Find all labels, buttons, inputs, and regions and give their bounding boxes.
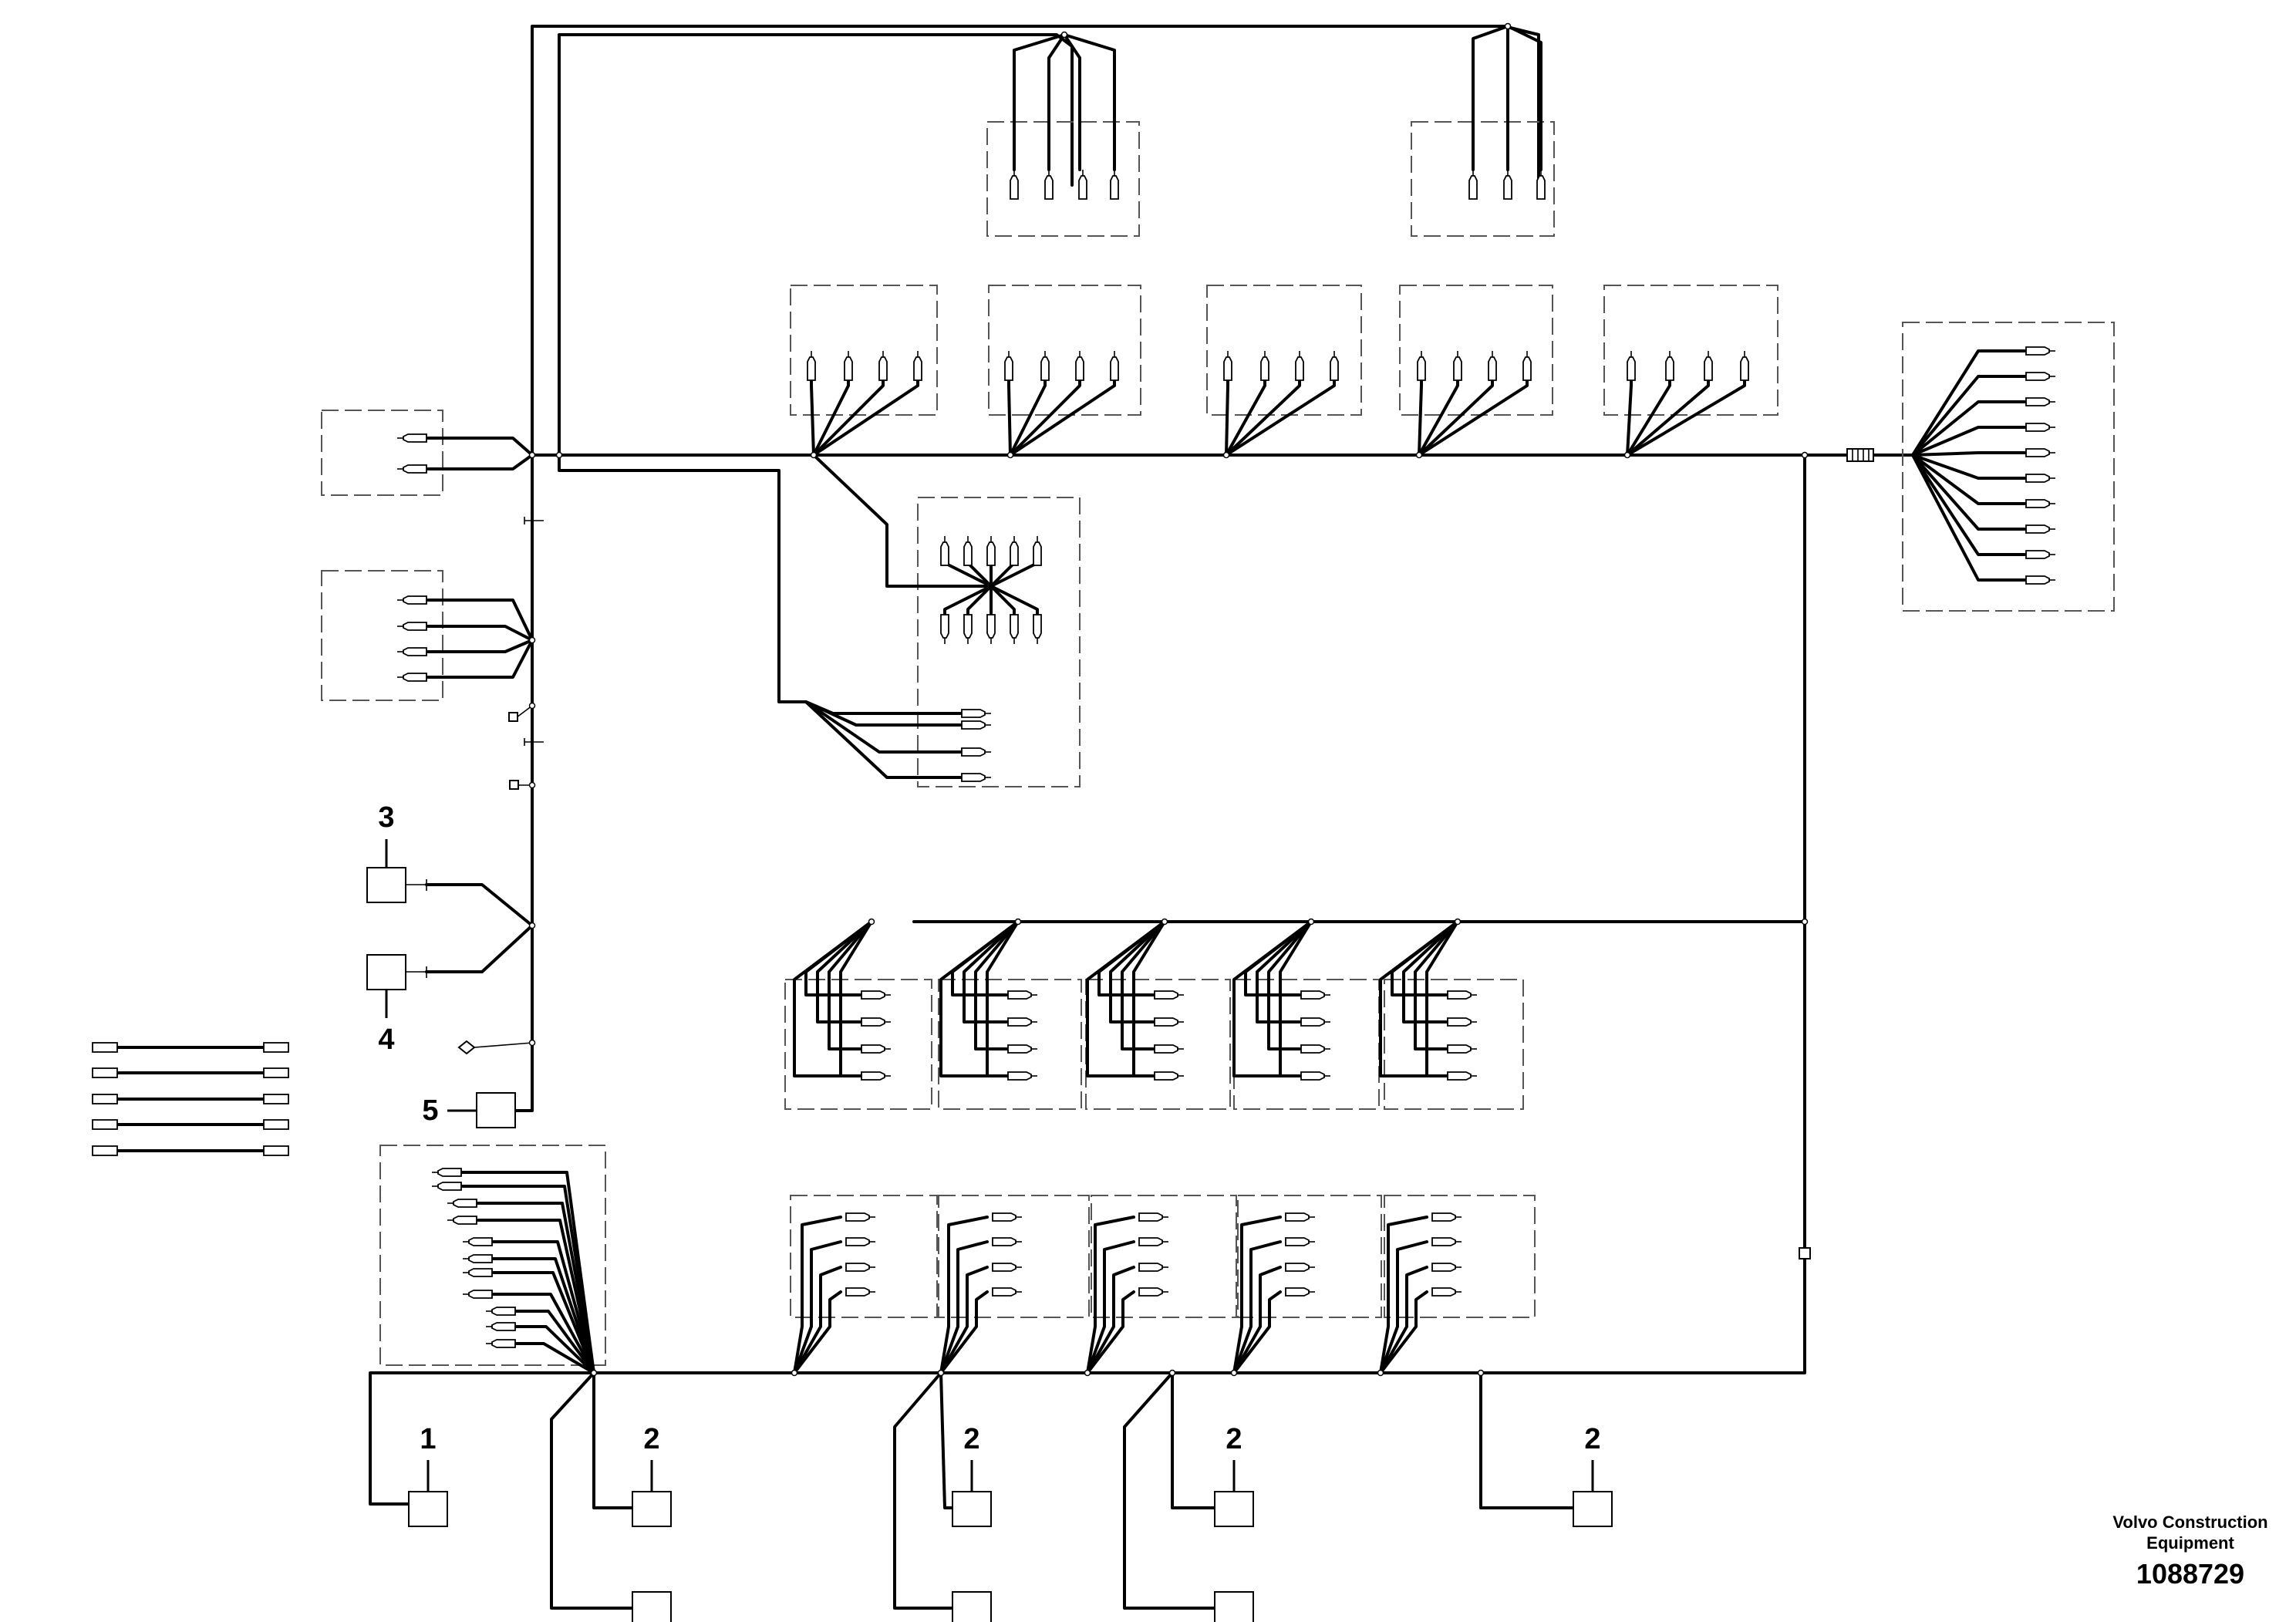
lower-connector-fan: [937, 1212, 1023, 1377]
top-connector-group-3pin: [1411, 25, 1555, 237]
right-connector-box: [1902, 322, 2115, 612]
lower-connector-fan: [1377, 1212, 1462, 1377]
callout-5: 5: [422, 1094, 438, 1127]
trunk-stubs: [457, 517, 544, 1055]
callout-2-b: 2: [963, 1423, 979, 1455]
company-name-line2: Equipment: [2146, 1533, 2234, 1553]
callout-4: 4: [378, 1023, 394, 1056]
middle-connector-fan: [1379, 918, 1478, 1081]
middle-connector-fan: [1232, 918, 1331, 1081]
document-number: 1088729: [2136, 1558, 2245, 1590]
callout-leaders: [385, 839, 1594, 1492]
center-star-connector: [940, 535, 1042, 782]
bottom-left-connector-box: [379, 1145, 606, 1366]
lower-connector-row: [790, 1195, 1536, 1318]
lower-connector-fan: [1230, 1212, 1316, 1377]
callouts: 3 4 5 1 2 2 2 2: [378, 801, 1600, 1455]
loose-cables: [92, 1042, 289, 1156]
lower-connector-fan: [791, 1212, 876, 1377]
upper-connector-fan: [807, 350, 922, 459]
bottom-components: [408, 1371, 1613, 1622]
middle-connector-fan: [939, 918, 1038, 1081]
callout-2-a: 2: [643, 1423, 659, 1455]
callout-2-d: 2: [1584, 1423, 1600, 1455]
callout-3: 3: [378, 801, 394, 834]
document-caption: Volvo Construction Equipment 1088729: [2052, 1512, 2296, 1590]
top-connector-group-4pin: [986, 33, 1140, 237]
callout-2-c: 2: [1226, 1423, 1242, 1455]
bottom-left-connector-fan: [431, 1168, 598, 1377]
lower-connector-fan: [1084, 1212, 1169, 1377]
upper-connector-fan: [1623, 350, 1749, 459]
left-connector-2pin: [321, 410, 534, 496]
right-marker: [1799, 1247, 1811, 1259]
upper-connector-fan: [1222, 350, 1339, 459]
component-3: [366, 867, 534, 927]
upper-connector-row: [790, 285, 1778, 416]
company-name-line1: Volvo Construction: [2112, 1512, 2268, 1532]
middle-connector-fan: [793, 918, 892, 1081]
component-4: [366, 924, 534, 990]
junction-nodes: [528, 22, 1809, 1377]
main-trunk: [369, 25, 1914, 1506]
center-connector-box: [804, 454, 1081, 787]
inline-connector: [1846, 448, 1874, 462]
left-connector-4pin: [321, 570, 534, 701]
callout-1: 1: [420, 1423, 436, 1455]
right-connector-fan: [1911, 346, 2056, 585]
upper-connector-fan: [1004, 350, 1119, 459]
upper-connector-fan: [1415, 350, 1532, 459]
middle-connector-fan: [1086, 918, 1185, 1081]
component-5: [476, 1092, 516, 1128]
